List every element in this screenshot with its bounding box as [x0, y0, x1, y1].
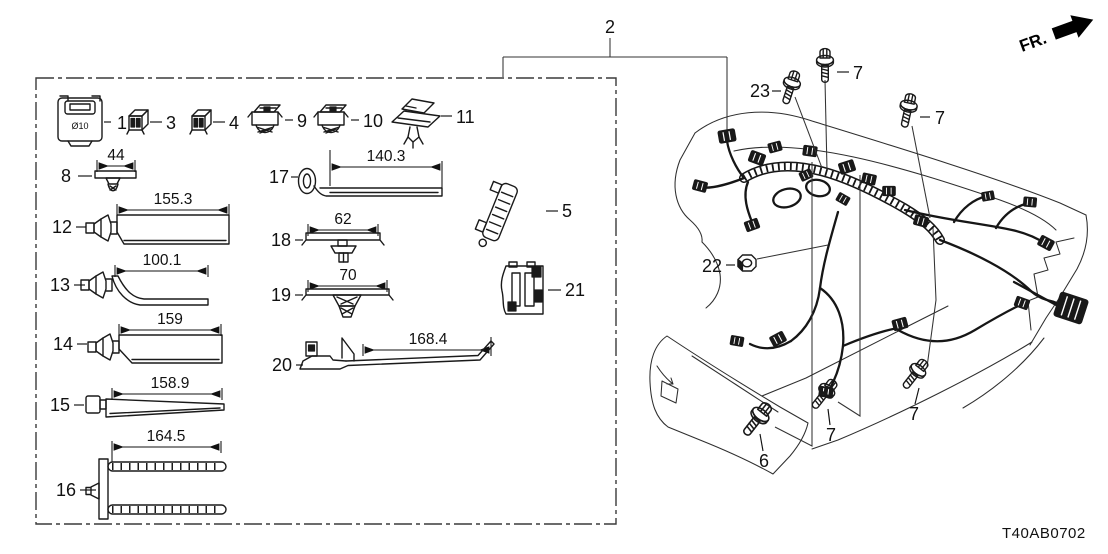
fr-label: FR. [1017, 29, 1049, 56]
callout-19: 19 [271, 285, 291, 305]
dim-16: 164.5 [147, 428, 186, 445]
bolt-7-right: 7 [895, 91, 945, 130]
callout-12: 12 [52, 217, 72, 237]
dim-14: 159 [157, 311, 183, 328]
bolt-7-lower-right: 7 [897, 354, 933, 424]
callout-15: 15 [50, 395, 70, 415]
callout-10: 10 [363, 111, 383, 131]
parts-group-box [35, 77, 617, 525]
callout-11: 11 [456, 107, 475, 127]
part-10-clip: 10 [313, 104, 383, 134]
callout-17: 17 [269, 167, 289, 187]
callout-4: 4 [229, 113, 239, 133]
callout-7-lower-right: 7 [909, 404, 919, 424]
fr-direction-arrow: FR. [1017, 15, 1094, 56]
part-8-clip: 44 8 [61, 147, 137, 192]
callout-14: 14 [53, 334, 73, 354]
bolt-23: 23 [750, 68, 805, 107]
callout-8: 8 [61, 166, 71, 186]
part-9-clip: 9 [247, 104, 307, 134]
dim-20: 168.4 [409, 331, 448, 348]
part-14-clip: 159 14 [53, 311, 223, 364]
part-4-clip: 4 [189, 109, 239, 135]
callout-13: 13 [50, 275, 70, 295]
dim-18: 62 [334, 211, 351, 228]
dim-12: 155.3 [154, 191, 193, 208]
instrument-panel-outline [674, 111, 1088, 450]
dim-8: 44 [107, 147, 125, 164]
callout-9: 9 [297, 111, 307, 131]
callout-23: 23 [750, 81, 770, 101]
callout-2-harness: 2 [502, 17, 728, 135]
callout-2-label: 2 [605, 17, 615, 37]
part-1-clip: Ø10 1 [57, 95, 127, 147]
callout-16: 16 [56, 480, 76, 500]
dim-19: 70 [339, 267, 357, 284]
dim-17: 140.3 [367, 148, 406, 165]
callout-7-lower-mid: 7 [826, 425, 836, 445]
callout-5: 5 [562, 201, 572, 221]
part-1-marking: Ø10 [71, 121, 88, 131]
dim-15: 158.9 [151, 375, 190, 392]
callout-18: 18 [271, 230, 291, 250]
part-21-connector: 21 [500, 261, 585, 315]
nut-22: 22 [702, 254, 757, 276]
part-12-clip: 155.3 12 [52, 191, 230, 245]
wire-harness-drawing [691, 128, 1089, 399]
part-18-clip: 62 18 [271, 211, 385, 263]
bolt-7-lower-mid: 7 [806, 374, 842, 445]
callout-7-right: 7 [935, 108, 945, 128]
callout-21: 21 [565, 280, 585, 300]
callout-20: 20 [272, 355, 292, 375]
fastener-leader-lines [756, 79, 937, 447]
bolt-6: 6 [737, 397, 777, 471]
part-15-clip: 158.9 15 [50, 375, 225, 418]
part-5-bracket: 5 [474, 180, 572, 248]
callout-7-top: 7 [853, 63, 863, 83]
part-11-clip: 11 [391, 98, 475, 149]
part-3-clip: 3 [126, 109, 176, 135]
part-19-clip: 70 19 [271, 267, 394, 318]
center-console-outline [649, 335, 809, 475]
callout-6: 6 [759, 451, 769, 471]
dim-13: 100.1 [143, 252, 182, 269]
part-13-clip: 100.1 13 [50, 252, 209, 306]
part-17-clip: 140.3 17 [269, 148, 443, 197]
arrow-icon [1051, 15, 1094, 40]
callout-22: 22 [702, 256, 722, 276]
callout-1: 1 [117, 113, 127, 133]
bolt-7-top: 7 [815, 47, 863, 84]
callout-3: 3 [166, 113, 176, 133]
part-16-tie: 164.5 16 [56, 428, 227, 520]
part-20-bracket: 168.4 20 [272, 331, 495, 375]
diagram-code: T40AB0702 [1002, 525, 1086, 542]
